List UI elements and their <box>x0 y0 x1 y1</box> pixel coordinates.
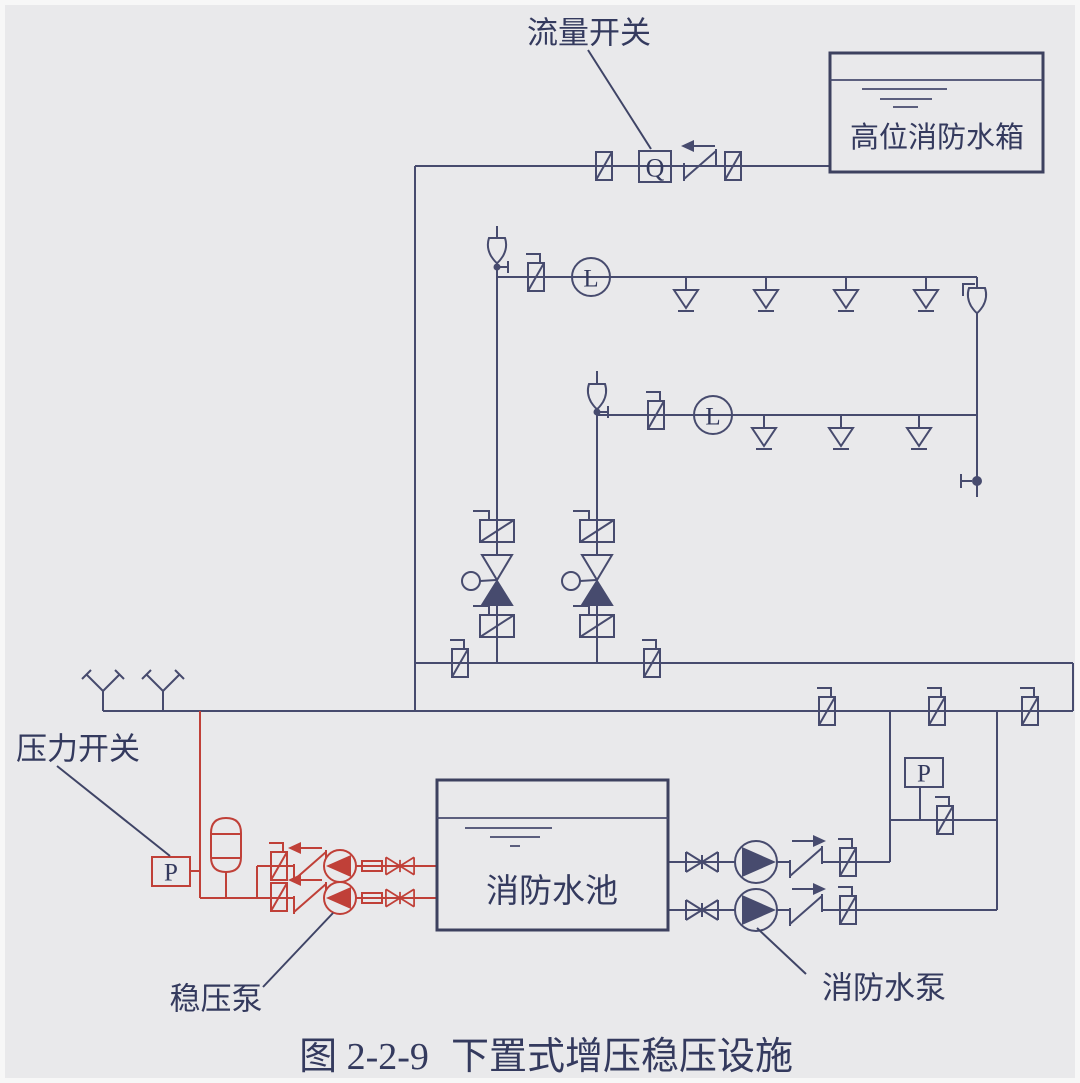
main-pipework: L L Q <box>81 139 1074 932</box>
sprinkler-icon <box>753 276 779 312</box>
signal-valve-icon <box>934 796 954 835</box>
signal-valve-icon <box>837 886 857 925</box>
signal-valve-icon <box>837 838 857 877</box>
pump2-line <box>668 711 998 911</box>
signal-valve-icon <box>926 687 946 726</box>
alarm-valve-assembly-2 <box>561 510 615 638</box>
fire-pump-icon <box>734 888 778 932</box>
pressure-vessel-icon <box>210 816 242 874</box>
fire-pump-label: 消防水泵 <box>822 971 946 1006</box>
flow-switch-letter: Q <box>646 154 665 183</box>
figure-title: 下置式增压稳压设施 <box>451 1036 793 1078</box>
flow-meter-L2: L <box>693 395 733 435</box>
figure-number: 图 2-2-9 <box>299 1036 429 1078</box>
end-test-valve-icon <box>960 474 972 488</box>
signal-valve-icon <box>1019 687 1039 726</box>
check-valve-icon <box>789 893 823 927</box>
flow-switch-device: Q <box>638 150 672 183</box>
pressure-switch-letter: P <box>164 860 178 887</box>
wet-alarm-valve-icon <box>461 554 513 606</box>
check-valve-icon <box>293 881 327 915</box>
annotations: 流量开关 压力开关 稳压泵 消防水泵 图 2-2-9 下置式增压稳压设施 <box>16 16 946 1079</box>
hydrant-icon <box>81 669 125 712</box>
flex-joint-icon <box>361 892 383 904</box>
signal-valve-icon <box>525 253 545 292</box>
water-level-icon <box>862 88 947 108</box>
stabilizing-pump-icon <box>323 881 357 915</box>
sprinkler-icon <box>833 276 859 312</box>
hydrant-icon <box>141 669 185 712</box>
flow-direction-arrow <box>680 139 716 153</box>
fire-pump-icon <box>734 840 778 884</box>
flow-switch-label: 流量开关 <box>527 16 651 51</box>
pump1-line <box>668 711 891 863</box>
pressure-gauge-letter: P <box>917 761 931 788</box>
stabilizing-pump-icon <box>323 849 357 883</box>
fire-pool-tank: 消防水池 <box>435 778 670 932</box>
sprinkler-icon <box>751 414 777 450</box>
sprinkler-icon <box>673 276 699 312</box>
signal-valve-icon <box>816 687 836 726</box>
sprinkler-icon <box>913 276 939 312</box>
check-valve-icon <box>789 845 823 879</box>
flow-meter-letter: L <box>583 266 598 293</box>
end-vent-hook <box>962 283 975 296</box>
fire-pump-leader <box>756 927 807 975</box>
wet-alarm-valve-icon <box>561 554 613 606</box>
end-test-dot <box>972 476 982 486</box>
pressure-switch-label: 压力开关 <box>16 732 140 767</box>
alarm-valve-assembly-1 <box>461 510 515 638</box>
stabilizing-pump-leader <box>262 912 334 988</box>
signal-valve-icon <box>449 639 469 678</box>
fire-pool-label: 消防水池 <box>486 873 618 910</box>
flow-direction-arrow <box>791 882 827 896</box>
end-air-vent-icon <box>966 287 988 314</box>
flow-meter-letter: L <box>705 404 720 431</box>
signal-valve-icon <box>641 639 661 678</box>
pressure-gauge-box: P <box>904 757 944 788</box>
high-level-tank-label: 高位消防水箱 <box>850 121 1024 154</box>
pressure-switch-leader <box>56 765 171 857</box>
signal-valve-icon <box>572 605 615 638</box>
air-vent-icon <box>486 237 508 264</box>
stabilizing-set: P <box>151 711 437 915</box>
stabilizing-pump-label: 稳压泵 <box>170 982 263 1017</box>
flow-direction-arrow <box>287 841 323 855</box>
test-cock-icon <box>497 261 509 273</box>
signal-valve-icon <box>472 605 515 638</box>
signal-valve-icon <box>572 510 615 543</box>
sprinkler-icon <box>828 414 854 450</box>
flow-meter-L1: L <box>571 257 611 297</box>
sprinkler-icon <box>906 414 932 450</box>
air-vent-icon <box>586 383 608 410</box>
signal-valve-icon <box>472 510 515 543</box>
flex-joint-icon <box>361 860 383 872</box>
water-level-icon <box>465 827 552 847</box>
flow-switch-leader <box>587 49 652 150</box>
fire-protection-schematic: L L Q <box>16 16 1074 1079</box>
flow-direction-arrow <box>791 834 827 848</box>
high-level-tank: 高位消防水箱 <box>828 51 1045 174</box>
signal-valve-icon <box>268 842 288 881</box>
pressure-switch-box: P <box>151 856 191 887</box>
gauge-bypass-line <box>890 787 997 821</box>
signal-valve-icon <box>645 391 665 430</box>
